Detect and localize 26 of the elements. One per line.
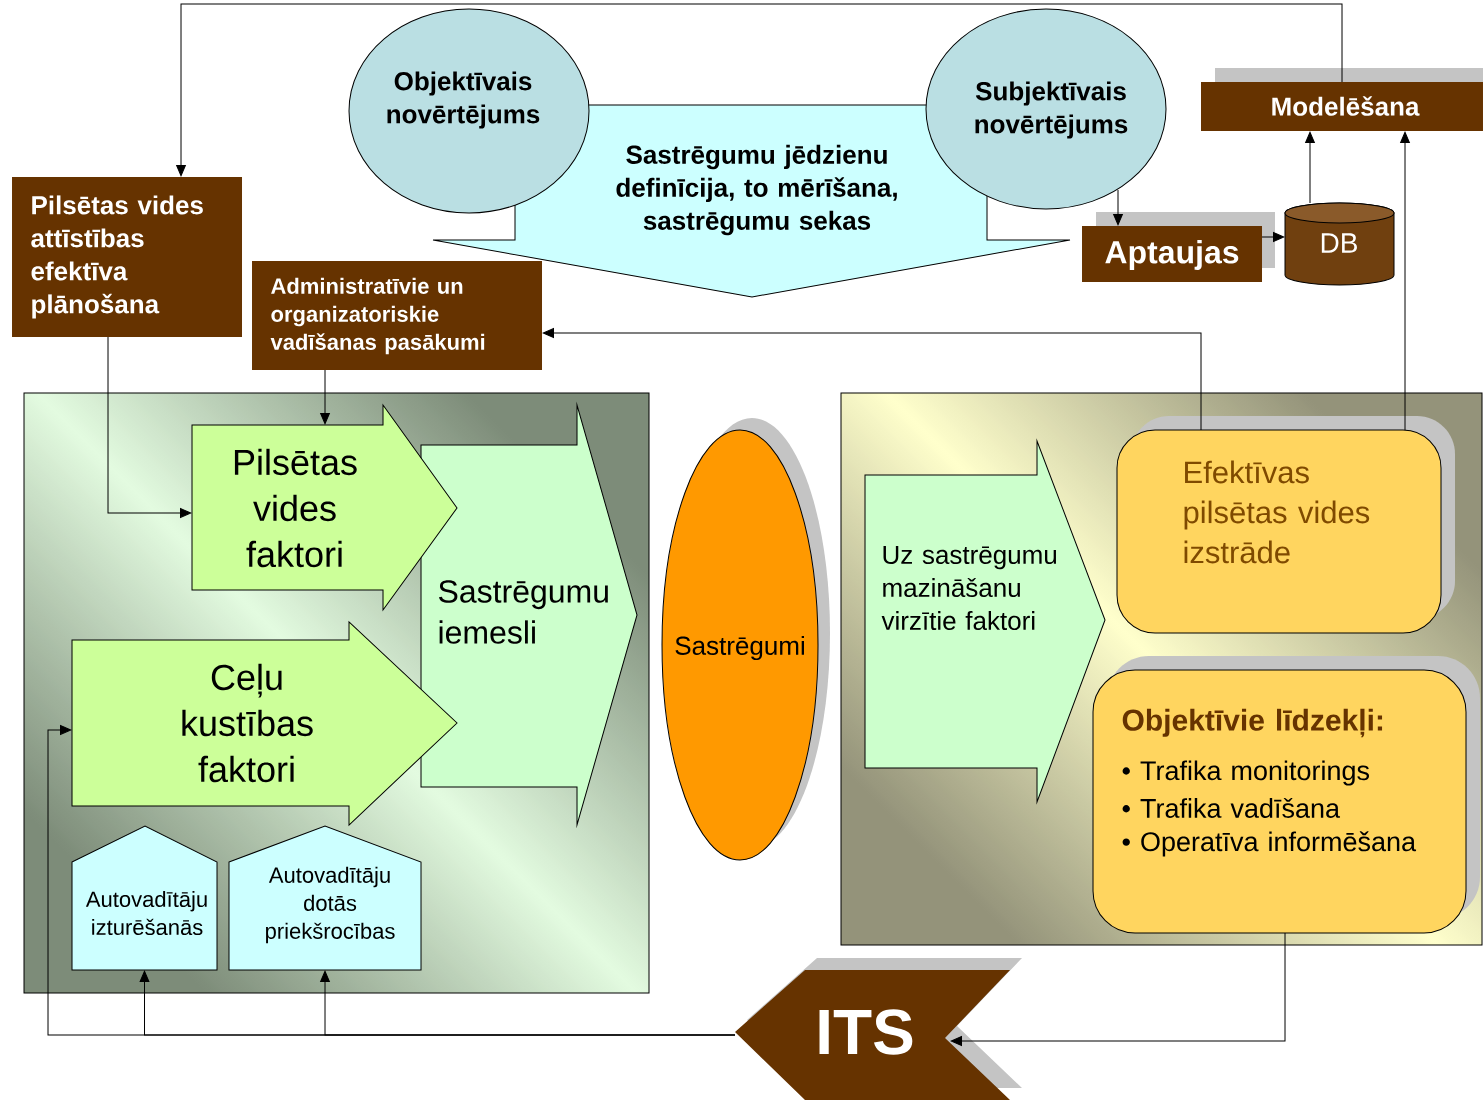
database-cylinder: DB xyxy=(1284,202,1395,286)
title-box: Aptaujas xyxy=(1082,212,1275,282)
ellipse-node: Sastrēgumi xyxy=(661,418,830,861)
arrow xyxy=(1400,131,1410,431)
rounded-box: Objektīvie līdzekļi: • Trafika monitorings • Trafika vadīšana • Operatīva informēšana xyxy=(1092,656,1480,934)
arrow xyxy=(1113,189,1123,226)
process-box: Uz sastrēgumu mazināšanu virzītie faktori xyxy=(864,440,1106,803)
arrow xyxy=(542,328,1202,431)
arrow xyxy=(950,932,1286,1046)
ellipse-node: Objektīvais novērtējums xyxy=(348,8,590,214)
pentagon-box: Autovadītāju izturēšanās xyxy=(71,825,218,971)
title-box: Modelēšana xyxy=(1201,68,1483,131)
arrow xyxy=(1305,131,1315,204)
title-box: Pilsētas vides attīstības efektīva plānošana xyxy=(12,177,242,337)
panel-background xyxy=(23,392,650,994)
arrow xyxy=(107,336,192,518)
panel-background xyxy=(840,392,1483,946)
title-box: Administratīvie un organizatoriskie vadīšanas pasākumi xyxy=(252,261,542,370)
arrow xyxy=(320,970,736,1036)
arrow xyxy=(320,369,330,425)
arrow xyxy=(176,3,1343,177)
rounded-box: Efektīvas pilsētas vides izstrāde xyxy=(1116,416,1455,634)
arrow xyxy=(1261,232,1285,242)
process-box: Sastrēgumu iemesli xyxy=(420,404,638,826)
pentagon-box: Autovadītāju dotās priekšrocības xyxy=(228,825,422,971)
ellipse-node: Subjektīvais novērtējums xyxy=(925,8,1167,210)
